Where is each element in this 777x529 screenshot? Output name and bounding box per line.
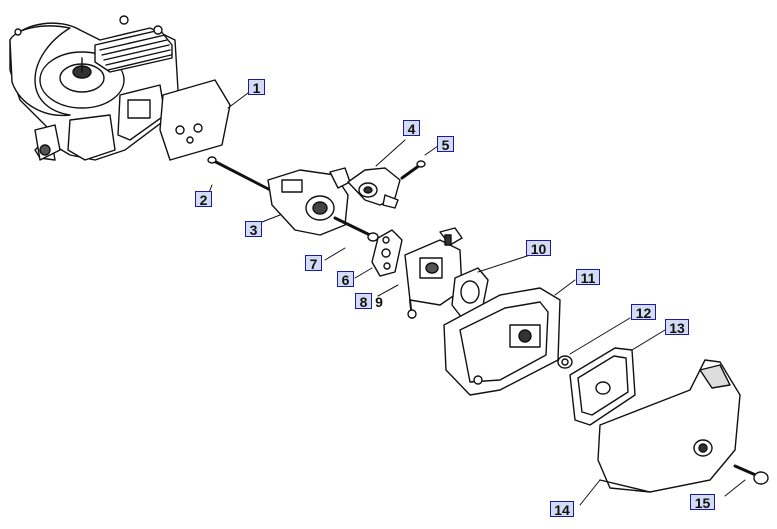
part-14-cover (579, 359, 741, 506)
part-15-screw (724, 464, 769, 497)
callout-2: 2 (195, 191, 212, 208)
part-6-gasket (354, 229, 403, 279)
callout-9: 9 (375, 294, 383, 310)
callout-13: 13 (665, 319, 689, 336)
part-4-bracket (347, 139, 406, 209)
part-1-gasket (159, 79, 253, 161)
part-5-screw (400, 145, 439, 180)
callout-5: 5 (437, 136, 454, 153)
part-12-nut (557, 317, 631, 369)
callout-4: 4 (403, 120, 420, 137)
part-8-9-carburetor (377, 227, 463, 319)
part-2-bolt (207, 156, 272, 196)
callout-12: 12 (631, 304, 656, 321)
part-13-filter (569, 329, 666, 426)
callout-8: 8 (355, 293, 372, 310)
callout-7: 7 (305, 255, 322, 272)
callout-14: 14 (550, 501, 574, 518)
callout-6: 6 (337, 271, 354, 288)
part-7-bolt (324, 216, 379, 261)
engine-block (9, 15, 179, 161)
callout-3: 3 (245, 221, 262, 238)
part-11-filter-base (443, 279, 576, 396)
part-3-manifold (261, 167, 351, 236)
callout-10: 10 (526, 240, 551, 257)
callout-15: 15 (690, 494, 715, 511)
callout-1: 1 (248, 79, 265, 96)
callout-11: 11 (576, 269, 600, 286)
